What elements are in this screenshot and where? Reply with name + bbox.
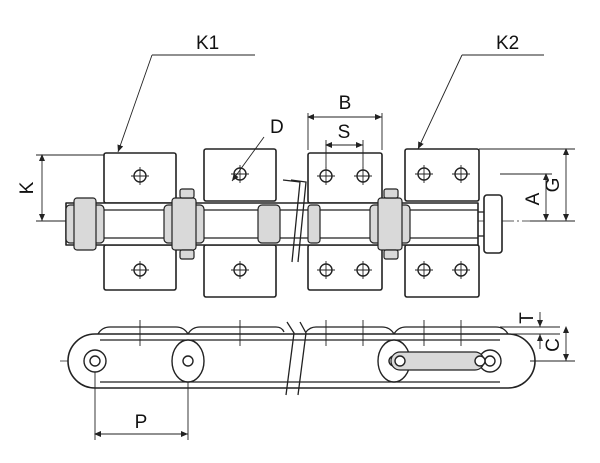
attachment-plate-3-upper: [307, 152, 383, 204]
dimension-t: T: [500, 312, 560, 349]
dimension-a: A: [500, 173, 552, 221]
label-d: D: [270, 117, 284, 138]
dimension-s: S: [325, 122, 364, 168]
attachment-plate-4-upper: [404, 148, 480, 202]
plate-holes-upper: [131, 165, 470, 185]
label-k1: K1: [196, 33, 219, 54]
leader-k1: K1: [117, 33, 255, 153]
side-view: T C P: [60, 312, 575, 440]
dimension-b: B: [307, 93, 383, 150]
attachment-plate-3-lower: [307, 244, 383, 291]
dimension-k: K: [17, 154, 104, 222]
side-hole-ticks: [139, 320, 462, 346]
dimension-c: C: [530, 326, 575, 362]
roller-block-4: [307, 204, 321, 244]
label-t: T: [517, 312, 538, 324]
label-b: B: [339, 93, 352, 114]
label-k: K: [17, 181, 38, 194]
top-view: B S D K1 K2 K: [17, 33, 575, 298]
pin-end-right: [483, 194, 503, 254]
label-c: C: [543, 338, 564, 352]
plate-holes-lower: [131, 261, 470, 279]
attachment-plate-4-lower: [404, 244, 480, 298]
roller-block-3: [257, 204, 281, 244]
dimension-p: P: [94, 372, 189, 440]
leader-k2: K2: [417, 33, 544, 150]
connecting-link-plate: [390, 351, 485, 371]
label-s: S: [338, 122, 351, 143]
chain-body-top: [65, 179, 503, 263]
label-k2: K2: [496, 33, 519, 54]
label-p: P: [135, 412, 148, 433]
label-a: A: [523, 192, 544, 205]
leader-d: D: [231, 117, 284, 182]
